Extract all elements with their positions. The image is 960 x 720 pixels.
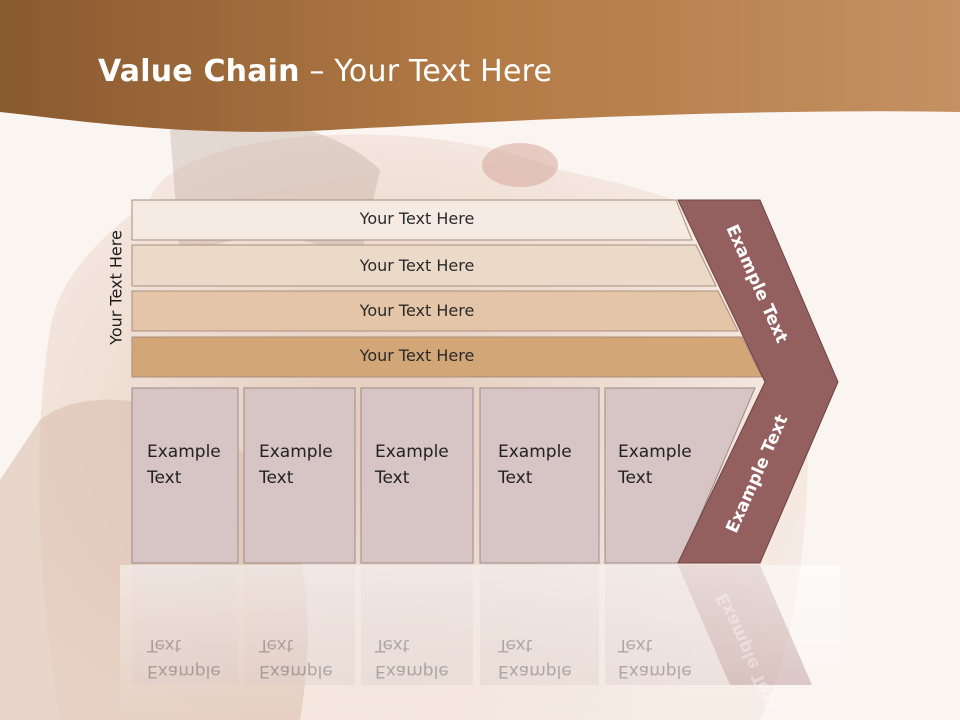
cell-reflection-4-line1: Example: [498, 661, 572, 681]
cell-reflection-2-line1: Example: [259, 661, 333, 681]
title-bold: Value Chain: [98, 54, 300, 89]
row-label-3: Your Text Here: [359, 301, 475, 320]
row-label-1: Your Text Here: [359, 209, 475, 228]
activity-cell-1: [131, 387, 239, 564]
cell-reflection-2-line2: Text: [259, 635, 294, 655]
cell-text-5-line1: Example: [618, 442, 692, 462]
cell-reflection-1-line2: Text: [147, 635, 182, 655]
cell-text-5: Example Text: [618, 439, 692, 491]
cell-text-1-line2: Text: [147, 468, 182, 488]
cell-reflection-3-line1: Example: [375, 661, 449, 681]
activity-cell-2: [243, 387, 356, 564]
vertical-axis-label: Your Text Here: [106, 230, 126, 345]
cell-reflection-3: Example Text: [375, 632, 449, 684]
cell-reflection-4: Example Text: [498, 632, 572, 684]
cell-reflection-4-line2: Text: [498, 635, 533, 655]
row-bar-2: [131, 244, 717, 287]
cell-reflection-1-line1: Example: [147, 661, 221, 681]
cell-text-3: Example Text: [375, 439, 449, 491]
cell-text-2: Example Text: [259, 439, 333, 491]
cell-text-2-line1: Example: [259, 442, 333, 462]
cell-reflection-5-line2: Text: [618, 635, 653, 655]
cell-text-4: Example Text: [498, 439, 572, 491]
cell-text-5-line2: Text: [618, 468, 653, 488]
activity-cell-3: [360, 387, 474, 564]
margin-chevron: [677, 199, 839, 564]
cell-text-1: Example Text: [147, 439, 221, 491]
title-rest: – Your Text Here: [299, 54, 553, 89]
cell-reflection-3-line2: Text: [375, 635, 410, 655]
row-label-2: Your Text Here: [359, 256, 475, 275]
cell-text-4-line1: Example: [498, 442, 572, 462]
cell-reflection-5: Example Text: [618, 632, 692, 684]
cell-text-1-line1: Example: [147, 442, 221, 462]
cell-text-4-line2: Text: [498, 468, 533, 488]
row-bar-1: [131, 199, 693, 241]
row-bar-4: [131, 336, 763, 378]
cell-text-2-line2: Text: [259, 468, 294, 488]
cell-reflection-5-line1: Example: [618, 661, 692, 681]
cell-text-3-line2: Text: [375, 468, 410, 488]
row-label-4: Your Text Here: [359, 346, 475, 365]
cell-text-3-line1: Example: [375, 442, 449, 462]
cell-reflection-2: Example Text: [259, 632, 333, 684]
slide-title: Value Chain – Your Text Here: [98, 54, 552, 89]
activity-cell-4: [479, 387, 600, 564]
cell-reflection-1: Example Text: [147, 632, 221, 684]
row-bar-3: [131, 290, 739, 332]
